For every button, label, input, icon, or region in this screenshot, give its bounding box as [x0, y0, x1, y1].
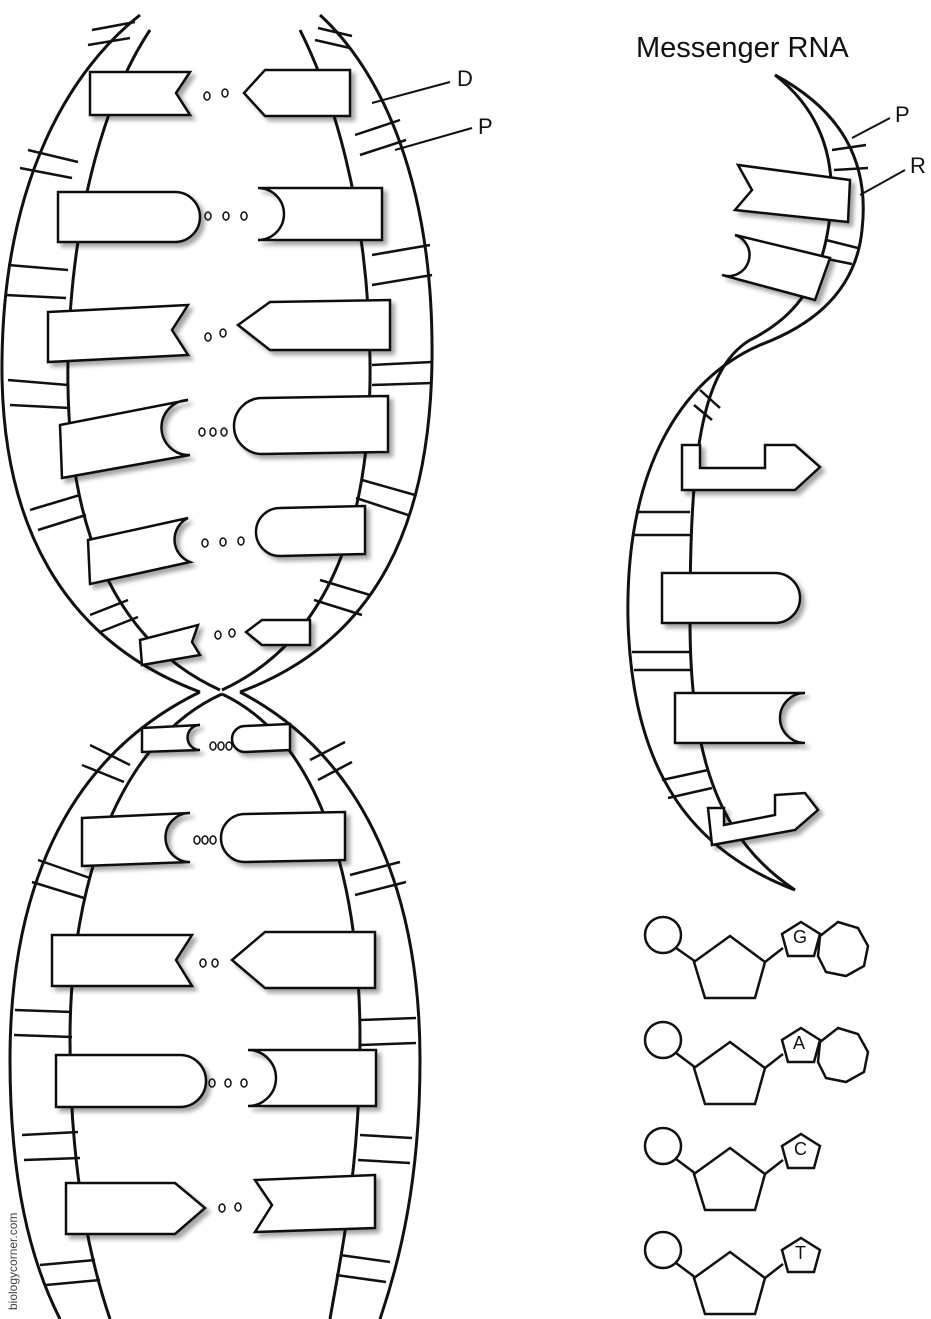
base-right-concave [248, 1050, 376, 1106]
dna-base-pairs [48, 70, 390, 1234]
base-left-concave [88, 518, 190, 584]
phosphate-circle [645, 917, 681, 953]
rna-base-flag-point [682, 445, 820, 490]
base-left-concave [60, 400, 190, 478]
dna-upper-backbone-inner-right [222, 30, 370, 690]
sugar-pentagon [694, 1042, 765, 1104]
base-left-concave [82, 813, 190, 866]
hydrogen-bonds [194, 89, 247, 1212]
base-left-round [58, 192, 200, 242]
base-hexagon-ring [818, 1028, 868, 1082]
watermark: biologycorner.com [6, 1180, 20, 1310]
phosphate-circle [645, 1022, 681, 1058]
rna-base-concave [675, 693, 805, 743]
mrna-bases [662, 165, 850, 845]
base-right-notch [255, 1175, 375, 1232]
base-left-round [56, 1055, 206, 1107]
base-left-point [66, 1183, 205, 1234]
base-hexagon-ring [818, 922, 868, 976]
rna-base-concave [722, 235, 830, 300]
base-right-point [232, 932, 375, 988]
base-right-round [256, 506, 365, 556]
base-right-point [238, 300, 390, 350]
phosphate-circle [645, 1232, 681, 1268]
sugar-pentagon [694, 1148, 765, 1210]
rna-phosphate-label: P [895, 102, 910, 128]
nucleotide-base-letter: G [793, 927, 807, 948]
free-nucleotides [645, 917, 868, 1314]
nucleotide-base-letter: T [795, 1243, 806, 1264]
rna-ribose-label: R [910, 153, 926, 179]
base-left-notch [52, 935, 192, 986]
rna-base-round [662, 573, 800, 623]
nucleotide-t [645, 1232, 820, 1314]
phosphate-circle [645, 1128, 681, 1164]
base-left-notch [90, 72, 190, 115]
base-right-point [246, 620, 310, 645]
dna-phosphate-label: P [478, 114, 493, 140]
base-right-round [232, 724, 290, 752]
base-right-concave [258, 188, 382, 240]
nucleotide-base-letter: A [793, 1033, 805, 1054]
base-right-point [244, 70, 350, 116]
nucleotide-base-letter: C [794, 1139, 807, 1160]
dna-label-pointers [372, 82, 472, 150]
base-right-round [234, 396, 388, 454]
sugar-pentagon [694, 1252, 765, 1314]
nucleotide-g [645, 917, 868, 998]
sugar-pentagon [694, 936, 765, 998]
rna-base-notch [735, 165, 850, 222]
mrna-title: Messenger RNA [636, 32, 849, 65]
base-right-round [221, 812, 345, 862]
dna-deoxyribose-label: D [457, 66, 473, 92]
rna-base-flag-point [708, 793, 818, 845]
base-left-concave [142, 725, 200, 752]
base-left-notch [48, 305, 188, 362]
base-left-notch [140, 625, 200, 665]
nucleotide-a [645, 1022, 868, 1104]
